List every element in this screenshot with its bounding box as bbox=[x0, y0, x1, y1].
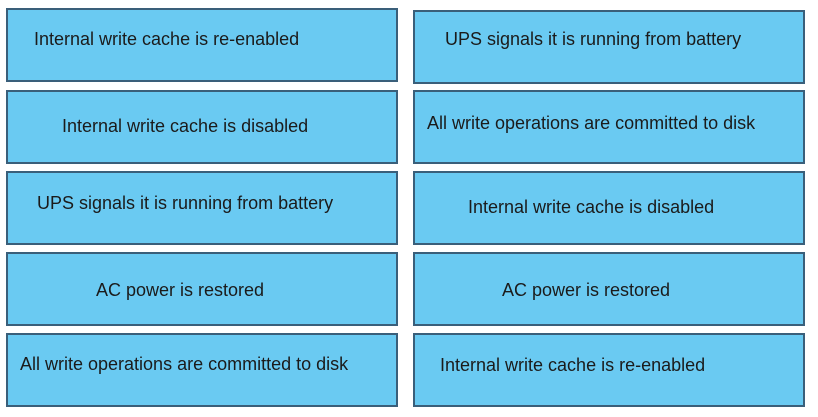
source-item[interactable]: All write operations are committed to di… bbox=[6, 333, 398, 407]
source-item[interactable]: Internal write cache is disabled bbox=[6, 90, 398, 164]
source-item-label: UPS signals it is running from battery bbox=[37, 193, 334, 213]
target-item-label: AC power is restored bbox=[502, 280, 671, 300]
target-item-label: Internal write cache is disabled bbox=[468, 197, 715, 217]
target-item-label: Internal write cache is re-enabled bbox=[440, 355, 706, 375]
source-item-label: Internal write cache is disabled bbox=[62, 116, 309, 136]
target-item[interactable]: UPS signals it is running from battery bbox=[413, 10, 805, 84]
target-item-label: UPS signals it is running from battery bbox=[445, 29, 742, 49]
target-item-label: All write operations are committed to di… bbox=[427, 113, 756, 133]
source-item-label: AC power is restored bbox=[96, 280, 265, 300]
target-item[interactable]: All write operations are committed to di… bbox=[413, 90, 805, 164]
source-item[interactable]: Internal write cache is re-enabled bbox=[6, 8, 398, 82]
source-item[interactable]: AC power is restored bbox=[6, 252, 398, 326]
source-item-label: Internal write cache is re-enabled bbox=[34, 29, 300, 49]
source-item[interactable]: UPS signals it is running from battery bbox=[6, 171, 398, 245]
source-item-label: All write operations are committed to di… bbox=[20, 354, 349, 374]
target-item[interactable]: Internal write cache is re-enabled bbox=[413, 333, 805, 407]
target-item[interactable]: AC power is restored bbox=[413, 252, 805, 326]
target-item[interactable]: Internal write cache is disabled bbox=[413, 171, 805, 245]
